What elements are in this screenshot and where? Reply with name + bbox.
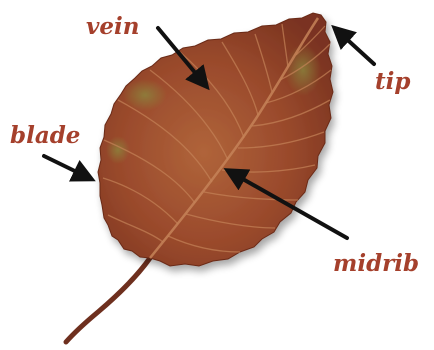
label-midrib: midrib xyxy=(333,250,419,277)
tip-arrow xyxy=(340,33,374,64)
leaf-stem xyxy=(66,258,150,342)
label-vein: vein xyxy=(86,13,139,40)
blade-arrow xyxy=(44,156,85,176)
label-tip: tip xyxy=(375,68,410,95)
label-blade: blade xyxy=(10,122,80,149)
